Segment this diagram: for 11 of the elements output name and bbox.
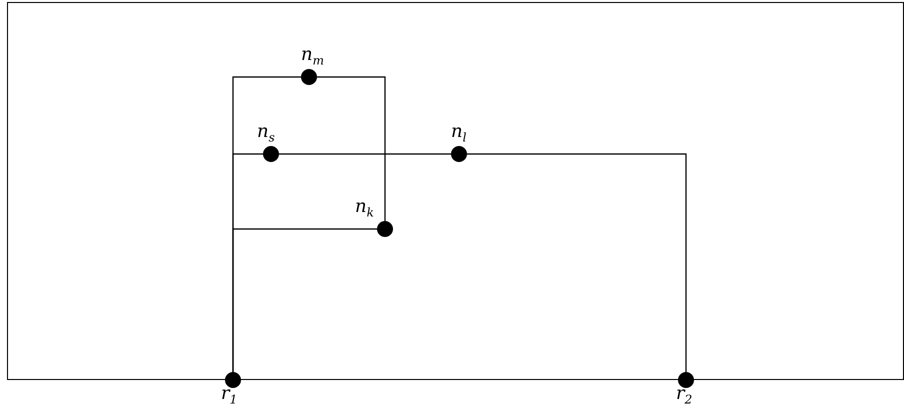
connector-line — [232, 153, 263, 372]
node-label: n$_{s}$ — [257, 122, 275, 147]
node-label: n$_{l}$ — [451, 122, 466, 147]
node-label: r$_{1}$ — [221, 384, 238, 409]
connector-line — [467, 153, 687, 372]
connector-line — [317, 76, 386, 221]
node-label: n$_{k}$ — [355, 197, 374, 222]
connector-line — [279, 153, 451, 155]
boundary-frame — [7, 2, 904, 380]
node-label: r$_{2}$ — [676, 384, 692, 409]
node-label: n$_{m}$ — [301, 45, 324, 70]
